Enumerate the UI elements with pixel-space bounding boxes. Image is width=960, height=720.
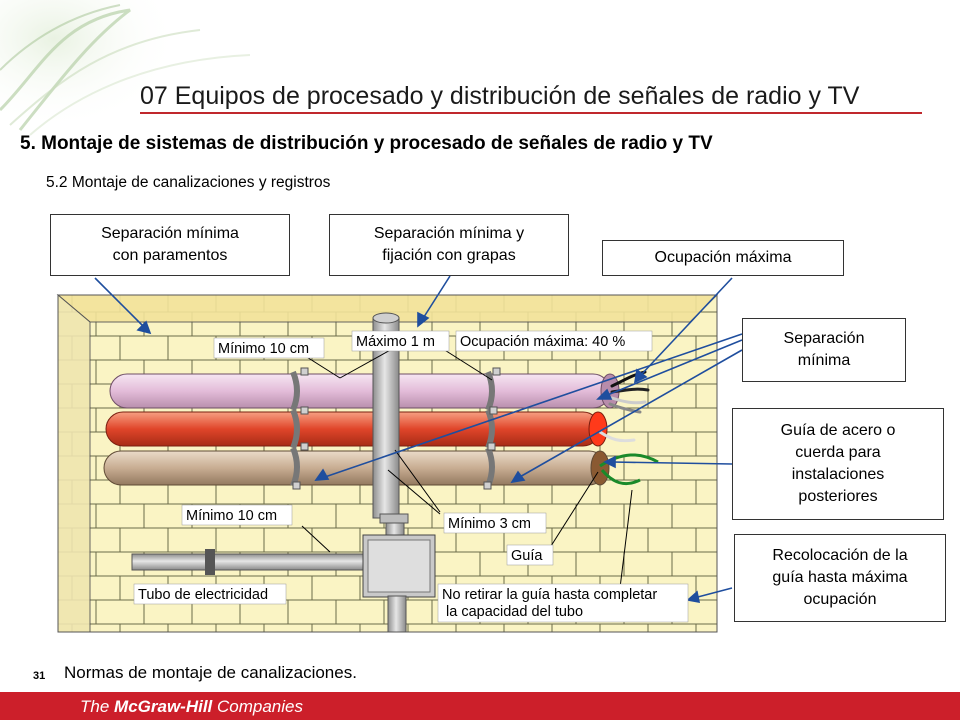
vertical-conduit	[372, 312, 409, 539]
callout-ocupacion-maxima: Ocupación máxima	[602, 240, 844, 276]
slide-number: 31	[33, 670, 46, 682]
publisher-logo: The McGraw-Hill Companies	[80, 697, 303, 716]
label-guia: Guía	[511, 548, 543, 564]
chapter-title: 07 Equipos de procesado y distribución d…	[140, 82, 860, 110]
swirl-logo	[0, 0, 251, 136]
subsection-title: 5.2 Montaje de canalizaciones y registro…	[46, 174, 331, 191]
section-title: 5. Montaje de sistemas de distribución y…	[20, 133, 713, 154]
label-minimo-10cm-bottom: Mínimo 10 cm	[186, 508, 277, 524]
dimension-lines	[282, 341, 633, 589]
tube-red	[105, 411, 608, 447]
junction-box	[362, 534, 436, 633]
label-minimo-3cm: Mínimo 3 cm	[448, 516, 531, 532]
label-tubo-electricidad: Tubo de electricidad	[138, 587, 268, 603]
figure-caption: Normas de montaje de canalizaciones.	[64, 663, 357, 682]
callout-arrows	[94, 275, 743, 603]
label-ocupacion-40: Ocupación máxima: 40 %	[460, 334, 625, 350]
tube-tan	[103, 450, 610, 486]
label-maximo-1m: Máximo 1 m	[356, 334, 435, 350]
diagram-label-boxes	[133, 330, 689, 623]
label-minimo-10cm-top: Mínimo 10 cm	[218, 341, 309, 357]
label-no-retirar-2: la capacidad del tubo	[446, 604, 583, 620]
clamps	[290, 367, 501, 490]
label-no-retirar-1: No retirar la guía hasta completar	[442, 587, 657, 603]
title-rule	[140, 112, 922, 114]
footer-bar	[0, 692, 960, 720]
electricity-tube	[131, 549, 365, 575]
